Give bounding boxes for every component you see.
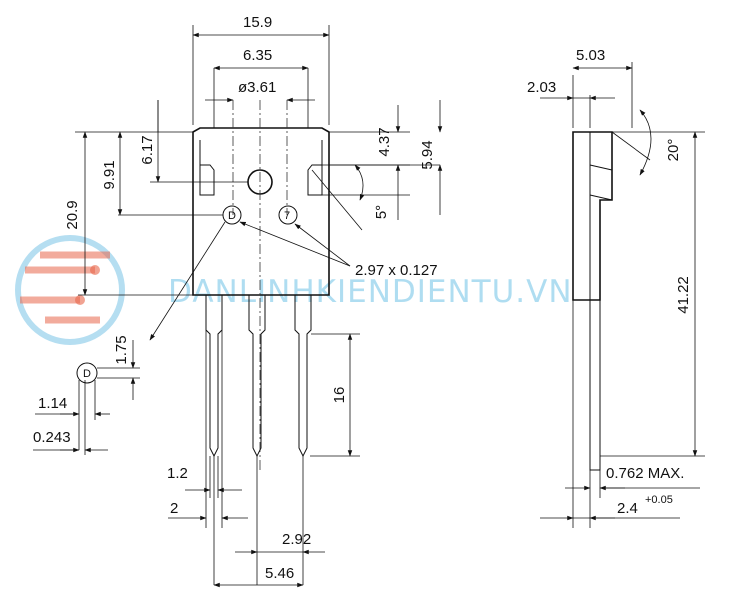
dim-hole-to-top: 6.17 (139, 135, 156, 164)
package-body (192, 127, 330, 296)
dim-total-length: 20.9 (64, 200, 81, 229)
right-notch (307, 140, 323, 196)
dim-lead-pitch: 2.92 (282, 531, 311, 548)
front-view: D 7 15.9 6.35 ø3.61 6.17 9.91 20.9 (64, 14, 443, 588)
dim-width: 15.9 (243, 14, 272, 31)
dim-side-thickness: 5.03 (576, 47, 605, 64)
lead-left (205, 295, 223, 458)
dim-lead-width: 1.2 (167, 465, 188, 482)
watermark: DANLINHKIENDIENTU.VN (15, 235, 573, 345)
left-notch (199, 140, 215, 196)
dim-notch-angle: 5° (373, 205, 390, 219)
side-lead (589, 300, 601, 471)
dim-notch-to-top: 5.94 (419, 140, 436, 169)
dim-lead-span: 5.46 (265, 565, 294, 582)
dim-detail-width: 1.14 (38, 395, 67, 412)
watermark-logo-icon (15, 235, 125, 345)
detail-view: D 1.75 1.14 0.243 (33, 335, 140, 455)
dim-pin-mark-size: 2.97 x 0.127 (355, 262, 438, 279)
dim-tab-width: 6.35 (243, 47, 272, 64)
dim-notch-height: 4.37 (376, 127, 393, 156)
detail-mark (76, 362, 98, 384)
lead-right (294, 295, 312, 458)
side-view: 5.03 2.03 20° 41.22 0.762 MAX. 2.4 +0.05 (527, 47, 705, 528)
dim-side-lead-thickness: 0.762 MAX. (606, 465, 684, 482)
dim-detail-height: 1.75 (113, 335, 130, 364)
dim-lead-length: 16 (331, 387, 348, 404)
lead-center (248, 295, 266, 458)
dim-mark-to-top: 9.91 (101, 160, 118, 189)
dim-side-lead-offset: 2.4 (617, 500, 638, 517)
side-body (572, 131, 613, 301)
side-taper (589, 164, 613, 201)
pin-mark-right (278, 205, 298, 225)
dim-side-length: 41.22 (675, 276, 692, 314)
pin-mark-left-label: D (228, 210, 236, 222)
dim-detail-depth: 0.243 (33, 429, 71, 446)
detail-mark-label: D (83, 368, 91, 380)
dim-side-tab-thickness: 2.03 (527, 79, 556, 96)
pin-mark-right-label: 7 (284, 210, 290, 222)
dim-lead-shoulder: 2 (170, 500, 178, 517)
dim-hole-diameter: ø3.61 (238, 79, 276, 96)
dim-side-taper-angle: 20° (665, 139, 682, 162)
dim-side-lead-offset-tol: +0.05 (645, 494, 673, 506)
watermark-text: DANLINHKIENDIENTU.VN (168, 274, 573, 310)
